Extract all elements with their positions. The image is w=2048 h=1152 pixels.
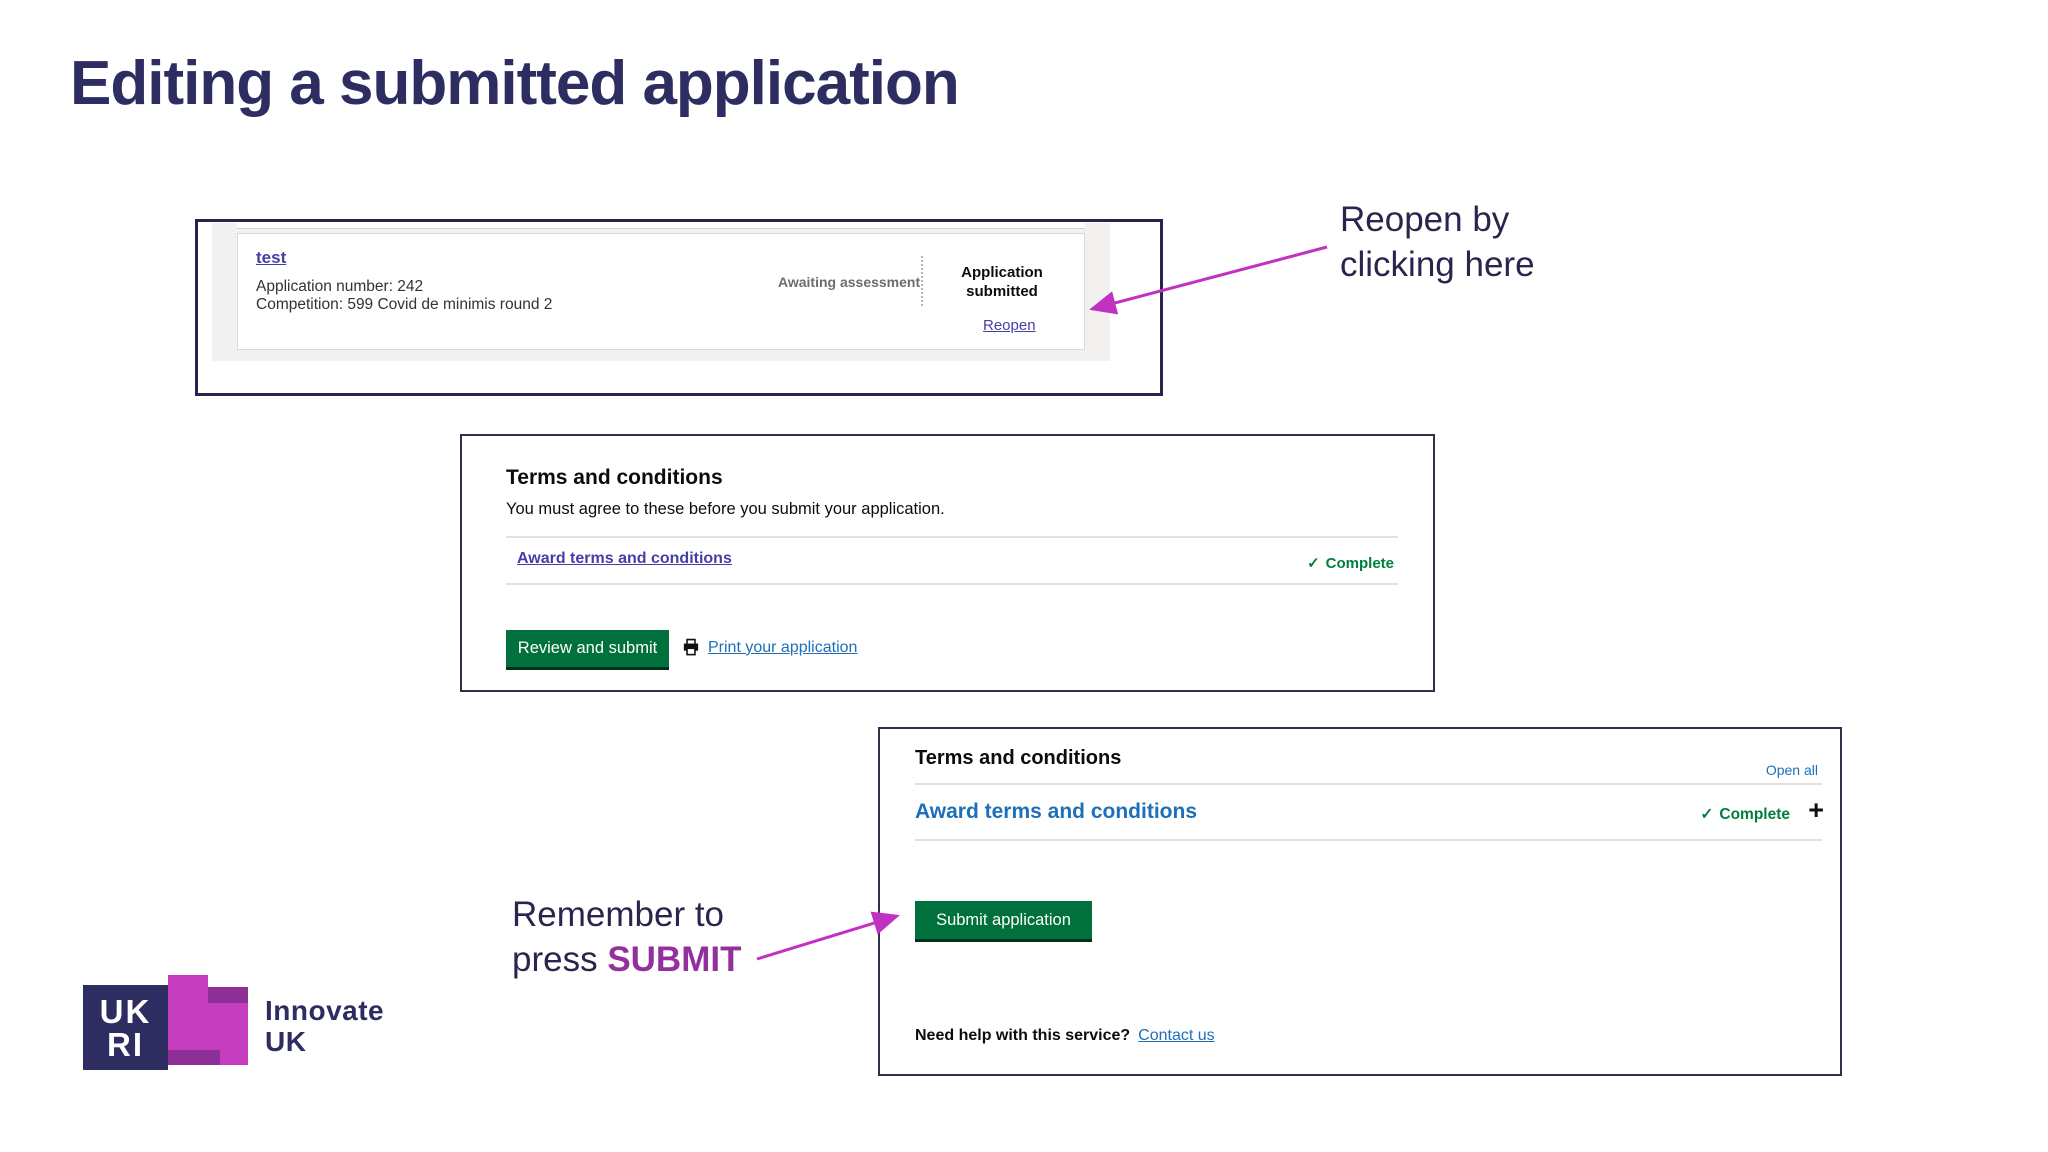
reopen-link[interactable]: Reopen — [983, 317, 1036, 334]
help-row: Need help with this service? Contact us — [915, 1027, 1215, 1045]
dotted-divider — [921, 256, 923, 306]
complete-label: Complete — [1325, 555, 1394, 572]
submit-annotation-line1: Remember to — [512, 895, 725, 934]
dashboard-background: test Application number: 242 Competition… — [212, 223, 1110, 361]
status-label: Awaiting assessment — [778, 274, 921, 290]
printer-icon — [683, 638, 699, 656]
ukri-logo: UK RI Innovate UK — [83, 970, 393, 1080]
terms-heading: Terms and conditions — [506, 466, 723, 489]
check-icon: ✓ — [1307, 555, 1320, 572]
project-title-link[interactable]: test — [256, 248, 287, 267]
dashboard-screenshot-panel: test Application number: 242 Competition… — [195, 219, 1163, 396]
complete-status: ✓ Complete — [1307, 554, 1394, 572]
terms-submit-panel: Terms and conditions Open all Award term… — [878, 727, 1842, 1076]
submit-application-button[interactable]: Submit application — [915, 901, 1092, 939]
ukri-letters-top: UK — [99, 992, 152, 1030]
terms-overview-panel: Terms and conditions You must agree to t… — [460, 434, 1435, 692]
status-badge: Application submitted — [961, 264, 1043, 300]
brand-line2: UK — [265, 1026, 307, 1057]
terms-heading: Terms and conditions — [915, 747, 1122, 769]
application-card: test Application number: 242 Competition… — [237, 233, 1085, 350]
logo-purple-block — [168, 1050, 220, 1065]
submit-annotation-line2: press — [512, 940, 608, 979]
divider — [915, 783, 1822, 785]
ukri-logo-mark: UK RI — [83, 985, 168, 1070]
terms-subheading: You must agree to these before you submi… — [506, 500, 945, 518]
brand-line1: Innovate — [265, 995, 385, 1026]
complete-label: Complete — [1719, 806, 1790, 823]
innovate-uk-wordmark: Innovate UK — [265, 995, 384, 1057]
reopen-annotation: Reopen by clicking here — [1340, 200, 1535, 284]
submit-annotation: Remember to press SUBMIT — [512, 892, 772, 982]
divider — [915, 839, 1822, 841]
award-terms-link[interactable]: Award terms and conditions — [915, 800, 1197, 823]
page-title: Editing a submitted application — [70, 49, 960, 118]
application-number-text: Application number: 242 — [256, 278, 424, 295]
complete-status: ✓ Complete — [1700, 805, 1790, 824]
cropped-card-edge — [237, 223, 1085, 229]
print-application-link[interactable]: Print your application — [708, 638, 858, 656]
ukri-letters-bottom: RI — [107, 1025, 144, 1063]
check-icon: ✓ — [1700, 806, 1714, 823]
expand-plus-icon[interactable]: + — [1808, 795, 1824, 825]
arrow-to-submit — [756, 911, 900, 961]
divider — [506, 536, 1398, 538]
logo-purple-block — [208, 987, 248, 1003]
review-and-submit-button[interactable]: Review and submit — [506, 630, 669, 667]
help-question: Need help with this service? — [915, 1027, 1131, 1044]
competition-text: Competition: 599 Covid de minimis round … — [256, 296, 553, 313]
divider — [506, 583, 1398, 585]
print-row: Print your application — [681, 638, 857, 657]
award-terms-link[interactable]: Award terms and conditions — [517, 550, 732, 567]
open-all-link[interactable]: Open all — [1765, 762, 1818, 778]
contact-us-link[interactable]: Contact us — [1138, 1027, 1215, 1044]
submit-annotation-bold: SUBMIT — [607, 940, 742, 979]
